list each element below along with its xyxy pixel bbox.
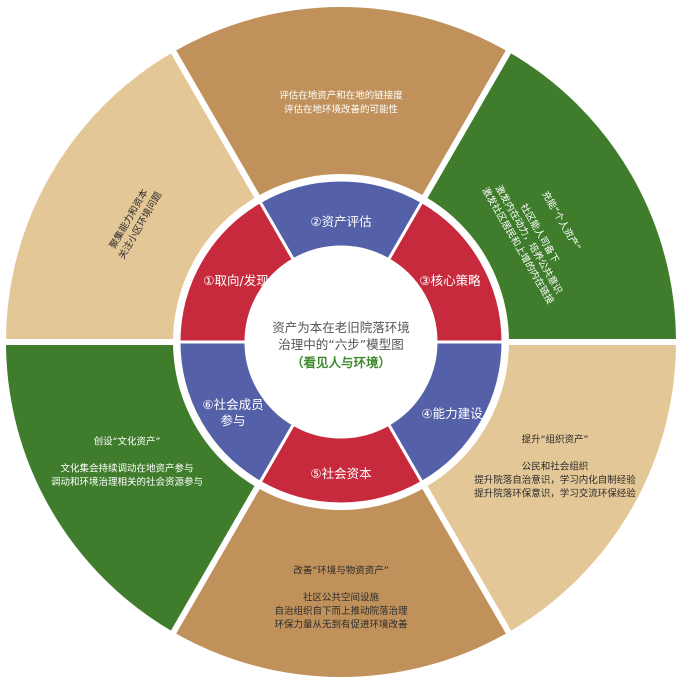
outer-segment-5-text: 创设“文化资产” 文化集会持续调动在地资产参与调动和环境治理相关的社会资源参与 (51, 435, 203, 488)
inner-step-3-label: ③核心策略 (419, 273, 481, 288)
inner-step-5-label-line: ⑤社会资本 (310, 466, 372, 481)
outer-segment-3-line: 提升“组织资产” (522, 434, 589, 446)
center-circle (249, 250, 433, 434)
inner-step-5-label: ⑤社会资本 (310, 466, 372, 481)
inner-step-1-label-line: ①取向/发现 (203, 273, 268, 288)
center-title-line2: 治理中的“六步”模型图 (278, 337, 403, 352)
inner-step-1-label: ①取向/发现 (203, 273, 268, 288)
outer-segment-1-line: 评估在地资产和在地的链接度 (279, 90, 403, 102)
inner-ring: ①取向/发现 ②资产评估 ③核心策略 ④能力建设 ⑤社会资本 ⑥社会成员参与 (177, 178, 505, 506)
inner-step-6-label: ⑥社会成员参与 (202, 397, 263, 428)
outer-segment-4-line: 社区公共空间设施 (303, 592, 380, 604)
outer-segment-4-line: 改善“环境与物资资产” (293, 565, 388, 577)
inner-step-3-label-line: ③核心策略 (419, 273, 481, 288)
outer-segment-3-line: 提升院落自治意识，学习内化自制经验 (474, 474, 636, 486)
inner-step-4-label-line: ④能力建设 (421, 406, 483, 421)
inner-step-6-label-line: ⑥社会成员 (202, 397, 263, 412)
outer-segment-1-line: 评估在地环境改善的可能性 (284, 104, 399, 116)
outer-segment-5-line: 文化集会持续调动在地资产参与 (60, 462, 193, 474)
inner-step-6 (177, 340, 296, 485)
outer-segment-5-line: 调动和环境治理相关的社会资源参与 (51, 476, 203, 488)
outer-segment-3-line: 公民和社会组织 (522, 461, 589, 473)
outer-segment-5-line: 创设“文化资产” (94, 435, 161, 447)
inner-step-4-label: ④能力建设 (421, 406, 483, 421)
outer-segment-1 (167, 1, 515, 349)
outer-segment-4-text: 改善“环境与物资资产” 社区公共空间设施自治组织自下而上推动院落治理环保力量从无到… (274, 565, 408, 631)
outer-segment-4-line: 环保力量从无到有促进环境改善 (274, 619, 408, 631)
inner-step-2-label: ②资产评估 (310, 214, 371, 229)
center-title: 资产为本在老旧院落环境 治理中的“六步”模型图 （看见人与环境） (272, 320, 410, 370)
center-title-line3: （看见人与环境） (291, 355, 391, 370)
outer-segment-3-line: 提升院落环保意识，学习交流环保经验 (474, 488, 636, 500)
outer-segment-3-text: 提升“组织资产” 公民和社会组织提升院落自治意识，学习内化自制经验提升院落环保意识… (474, 434, 636, 500)
inner-step-2-label-line: ②资产评估 (310, 214, 371, 229)
outer-segment-4-line: 自治组织自下而上推动院落治理 (274, 605, 408, 617)
center-title-line1: 资产为本在老旧院落环境 (272, 320, 410, 335)
outer-segment-4 (167, 335, 515, 683)
inner-step-6-label-line: 参与 (220, 413, 245, 428)
outer-segment-1-text: 评估在地资产和在地的链接度评估在地环境改善的可能性 (279, 90, 403, 116)
